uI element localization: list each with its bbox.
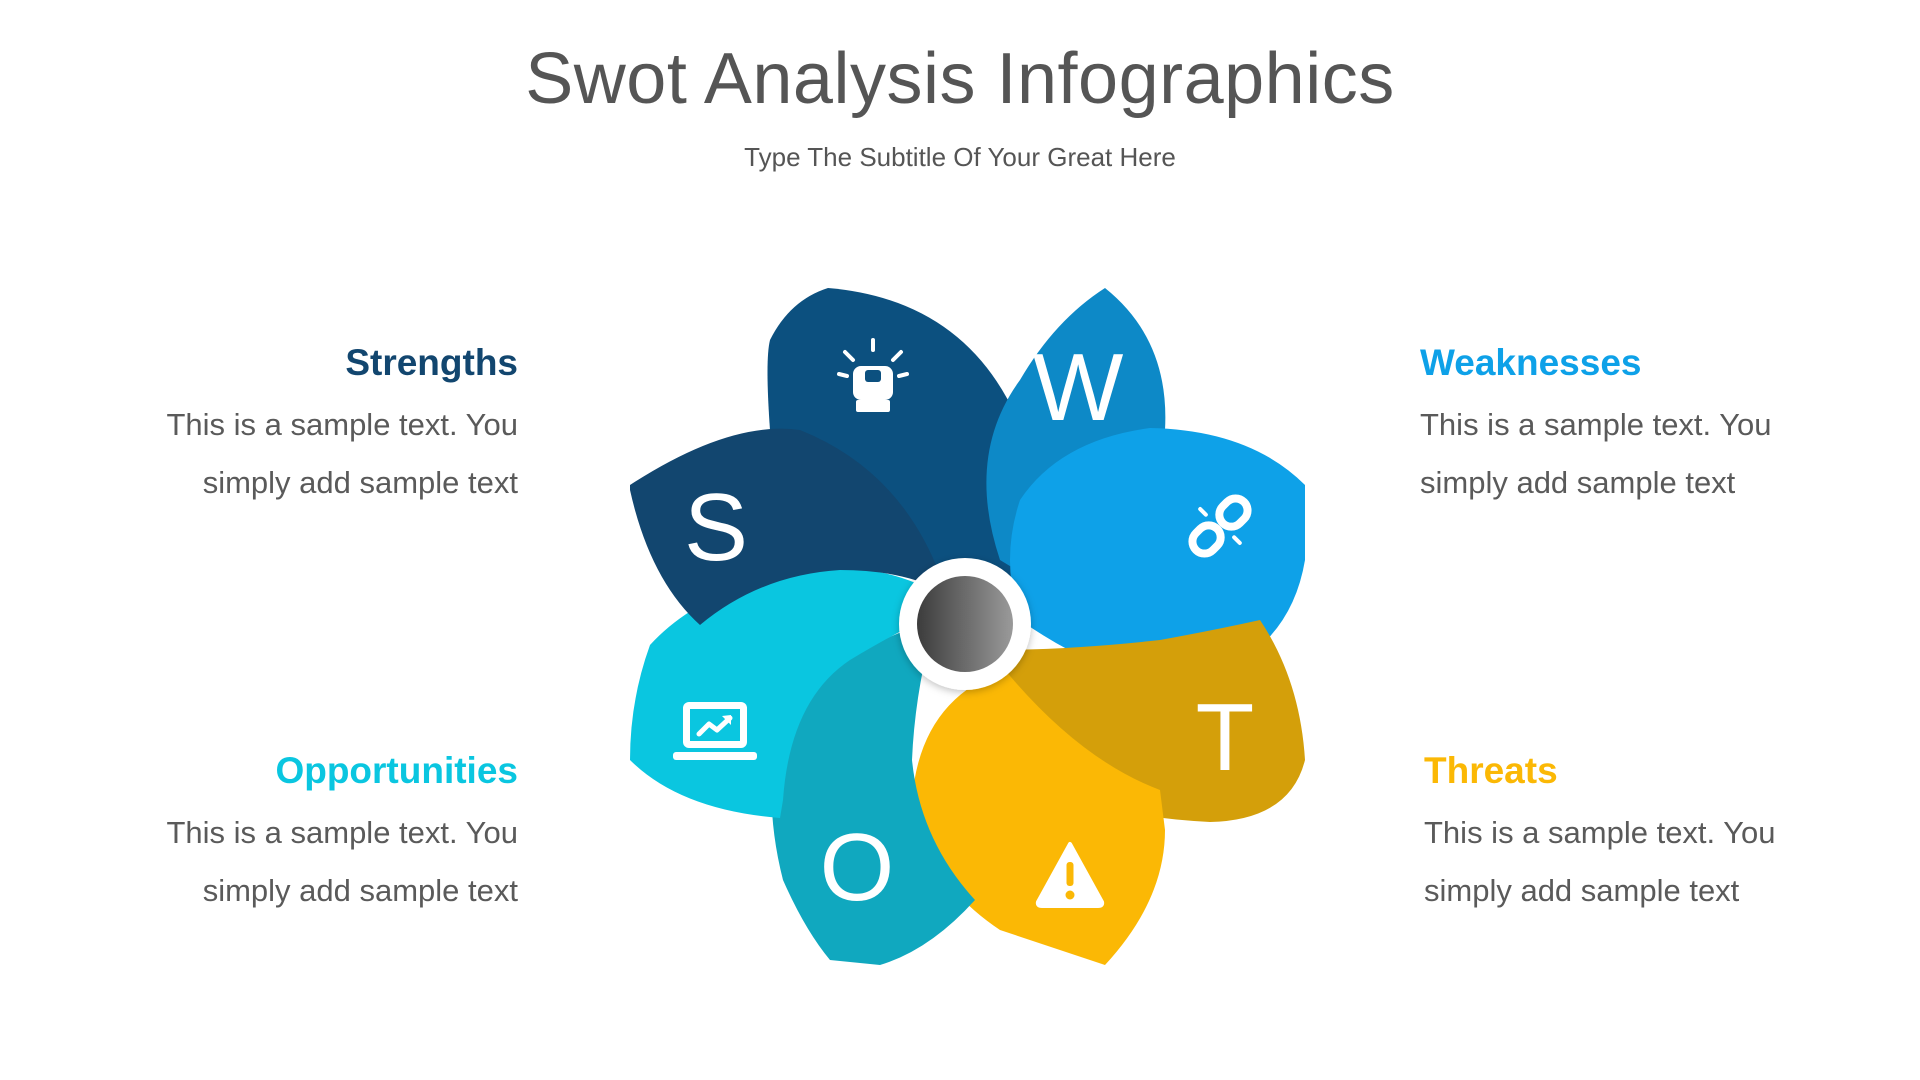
weaknesses-text-line-2: simply add sample text — [1420, 465, 1736, 500]
petal-strengths-left — [630, 428, 940, 625]
weaknesses-text: This is a sample text. You simply add sa… — [1420, 396, 1840, 512]
fist-icon — [837, 338, 909, 412]
strengths-text-line-2: simply add sample text — [202, 465, 518, 500]
threats-block: Threats This is a sample text. You simpl… — [1424, 750, 1844, 920]
weaknesses-block: Weaknesses This is a sample text. You si… — [1420, 342, 1840, 512]
page-subtitle: Type The Subtitle Of Your Great Here — [744, 142, 1176, 172]
threats-text: This is a sample text. You simply add sa… — [1424, 804, 1844, 920]
weaknesses-text-line-1: This is a sample text. You — [1420, 407, 1772, 442]
strengths-heading: Strengths — [345, 342, 518, 383]
letter-t: T — [1196, 684, 1255, 791]
center-hub — [917, 576, 1013, 672]
petal-threats-lower — [912, 670, 1165, 965]
strengths-block: Strengths This is a sample text. You sim… — [98, 342, 518, 512]
threats-heading: Threats — [1424, 750, 1558, 791]
threats-text-line-2: simply add sample text — [1424, 873, 1740, 908]
petal-weaknesses-lower — [1010, 428, 1305, 682]
warning-icon — [1035, 842, 1105, 908]
petal-opportunities-lower — [771, 620, 975, 965]
opportunities-text-line-1: This is a sample text. You — [166, 815, 518, 850]
strengths-text: This is a sample text. You simply add sa… — [98, 396, 518, 512]
letter-s: S — [684, 474, 748, 581]
opportunities-text: This is a sample text. You simply add sa… — [98, 804, 518, 920]
letter-w: W — [1033, 334, 1124, 441]
broken-link-icon — [1188, 494, 1252, 558]
page-title: Swot Analysis Infographics — [525, 39, 1395, 119]
strengths-text-line-1: This is a sample text. You — [166, 407, 518, 442]
weaknesses-heading: Weaknesses — [1420, 342, 1642, 383]
petal-strengths-upper — [767, 288, 1031, 610]
threats-text-line-1: This is a sample text. You — [1424, 815, 1776, 850]
opportunities-heading: Opportunities — [275, 750, 518, 791]
opportunities-block: Opportunities This is a sample text. You… — [98, 750, 518, 920]
laptop-chart-icon — [673, 702, 757, 760]
letter-o: O — [820, 814, 895, 921]
opportunities-text-line-2: simply add sample text — [202, 873, 518, 908]
